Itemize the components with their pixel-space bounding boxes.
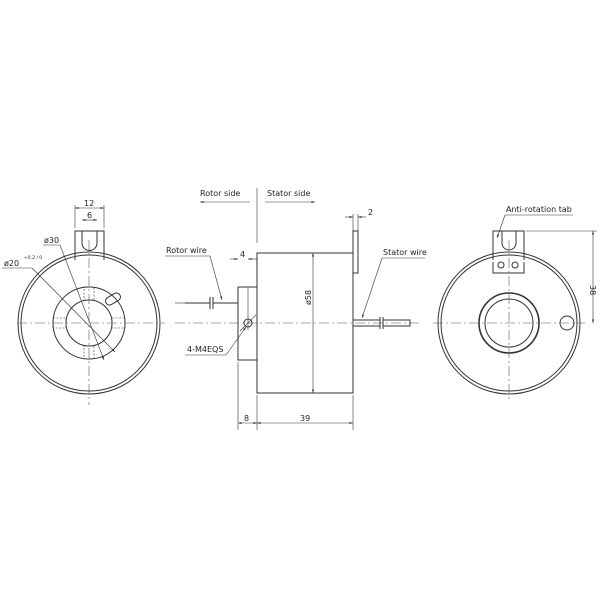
tab-width-label: 12 — [84, 199, 94, 208]
stator-wire-label: Stator wire — [383, 248, 427, 257]
body-length-label: 39 — [300, 414, 310, 423]
flange-length-label: 8 — [244, 414, 249, 423]
stator-end-view: Anti-rotation tab 38 — [433, 205, 597, 400]
body-diameter-label: ø58 — [304, 290, 313, 305]
stator-tab — [352, 230, 359, 274]
flange — [237, 286, 258, 361]
screw-label: 4-M4EQS — [187, 345, 223, 354]
side-view: Rotor side Stator side Rotor wire Stator… — [165, 188, 427, 430]
anti-rotation-tab-label: Anti-rotation tab — [506, 205, 572, 214]
tab — [74, 230, 105, 260]
rotor-wire-label: Rotor wire — [166, 246, 207, 255]
flange-thickness-label: 4 — [240, 250, 245, 259]
ring-diameter-label: ø30 — [44, 236, 59, 245]
stator-side-label: Stator side — [267, 189, 310, 198]
slot-width-label: 6 — [87, 211, 92, 220]
set-screw-holes — [52, 286, 126, 360]
tab-thickness-label: 2 — [368, 208, 373, 217]
bore-diameter-label: ø20 — [4, 259, 19, 268]
bore-tolerance-label: +0.2 / 0 — [24, 255, 42, 261]
tab-height-label: 38 — [588, 285, 597, 295]
rotor-end-view: ø20 +0.2 / 0 ø30 12 6 — [2, 199, 165, 405]
rotor-side-label: Rotor side — [200, 189, 240, 198]
